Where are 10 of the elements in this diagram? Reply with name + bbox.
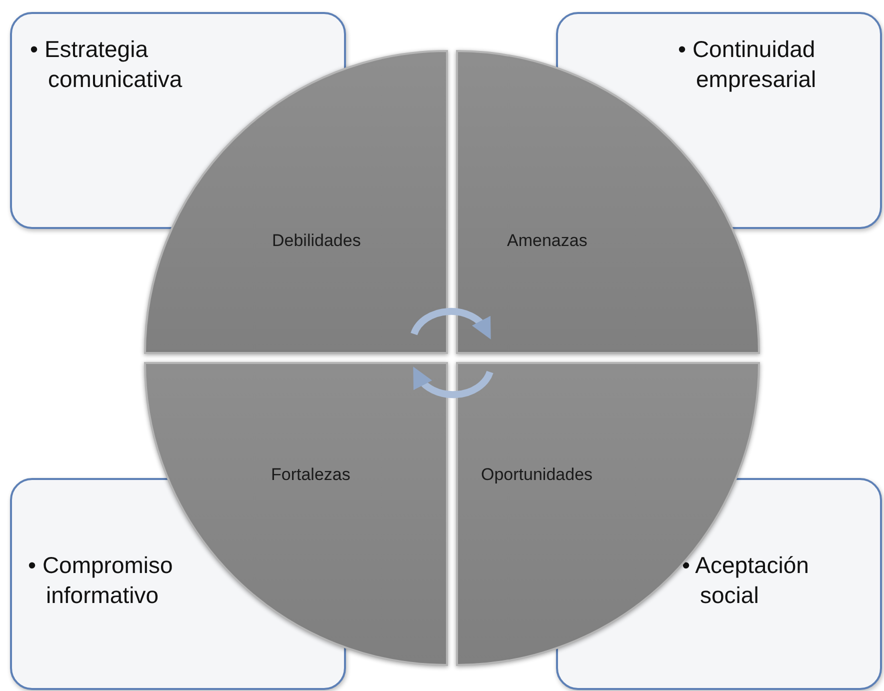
bullet-item: • Estrategia comunicativa [30, 35, 184, 94]
quadrant-label: Amenazas [507, 231, 588, 251]
bullet-item: • Compromiso informativo [28, 551, 174, 610]
cycle-arrow [412, 367, 494, 398]
quadrant-label: Debilidades [272, 231, 361, 251]
bullet-item: • Aceptación social [682, 551, 810, 610]
quadrant-label: Oportunidades [481, 465, 593, 485]
quadrant-label: Fortalezas [271, 465, 350, 485]
bullet-item: • Continuidad empresarial [678, 35, 818, 94]
cycle-arrow [410, 308, 492, 339]
